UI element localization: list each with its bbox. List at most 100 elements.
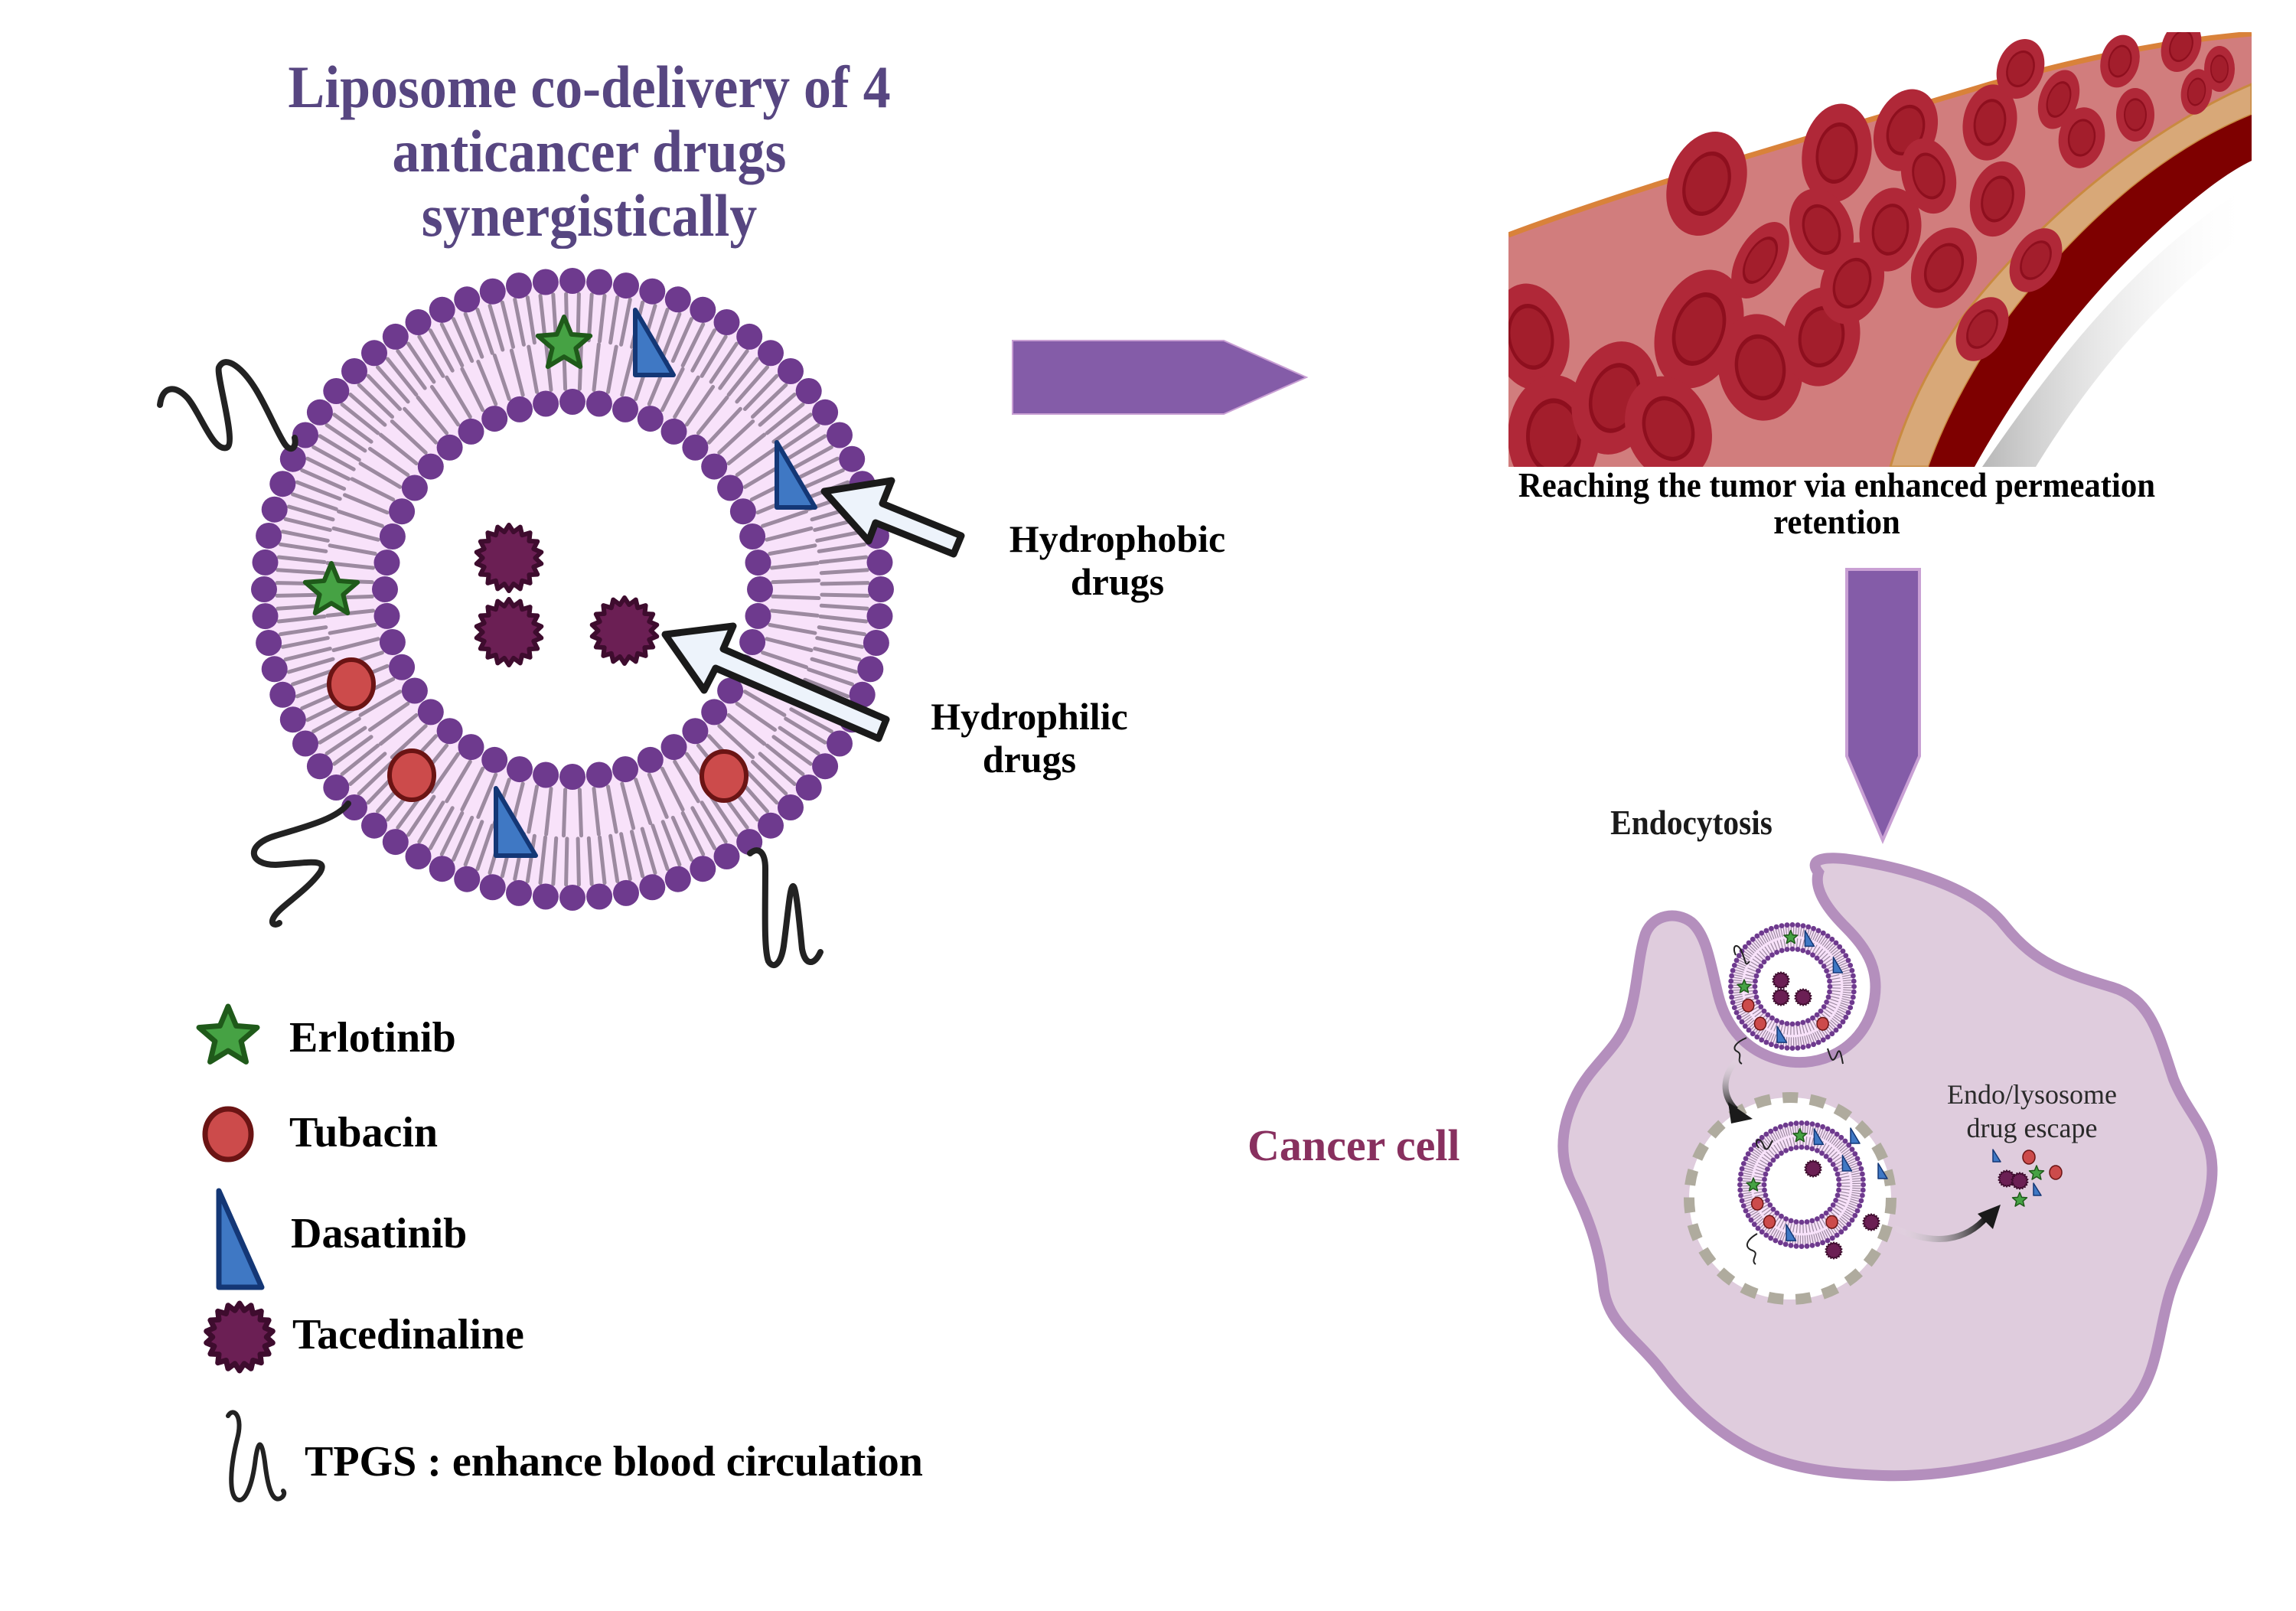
lipid-head <box>682 718 708 744</box>
lipid-head <box>1779 923 1785 928</box>
lipid-head <box>506 880 532 906</box>
cancer-cell-body <box>1563 858 2212 1476</box>
lipid-head <box>1754 973 1760 979</box>
lipid-head <box>1767 1202 1773 1208</box>
lipid-head <box>533 884 559 910</box>
endocytosis-label: Endocytosis <box>1595 805 1788 840</box>
lipid-head <box>1855 1156 1861 1162</box>
lipid-head <box>1821 964 1827 969</box>
lipid-head <box>1740 1166 1745 1172</box>
lipid-head <box>1851 984 1857 990</box>
lipid-head <box>812 399 838 426</box>
page-title: Liposome co-delivery of 4 anticancer dru… <box>259 55 921 248</box>
lipid-head <box>1790 1022 1795 1027</box>
lipid-head <box>1824 1211 1829 1216</box>
lipid-head <box>402 678 428 704</box>
lipid-head <box>1818 1009 1824 1014</box>
lipid-head <box>1857 1161 1862 1166</box>
legend-label-tacedinaline: Tacedinaline <box>292 1313 524 1356</box>
lipid-head <box>612 396 638 422</box>
lipid-head <box>1760 1135 1765 1140</box>
lipid-head <box>361 340 387 366</box>
lipid-head <box>1861 1177 1866 1182</box>
lipid-head <box>745 550 771 576</box>
lipid-head <box>1815 1123 1821 1128</box>
lipid-head <box>1835 1233 1840 1238</box>
lipid-head <box>1795 947 1801 952</box>
tacedinaline-burst-icon <box>207 1303 273 1371</box>
lipid-head <box>1750 937 1756 942</box>
lipid-head <box>1763 1192 1769 1198</box>
lipid-head <box>1743 1208 1749 1214</box>
lipid-head <box>1783 1242 1789 1247</box>
label-line: Hydrophilic <box>911 695 1148 738</box>
lipid-head <box>1800 948 1805 954</box>
legend-icons <box>199 1006 284 1500</box>
lipid-head <box>1831 1162 1836 1167</box>
lipid-head <box>280 706 306 732</box>
lipid-head <box>341 358 367 384</box>
lipid-head <box>374 550 400 576</box>
lipid-head <box>1779 1150 1784 1156</box>
lipid-head <box>613 272 639 298</box>
lipid-head <box>1754 1035 1760 1040</box>
lipid-tail <box>773 596 819 598</box>
escape-line: Endo/lysosome <box>1929 1078 2135 1111</box>
lipid-head <box>251 576 277 602</box>
erlotinib-star-icon <box>199 1006 257 1061</box>
lipid-head <box>1762 960 1767 965</box>
lipid-head <box>1846 958 1851 964</box>
lipid-head <box>406 309 432 335</box>
lipid-head <box>665 286 691 312</box>
lipid-head <box>1795 1045 1801 1051</box>
flow-arrow-right <box>1013 341 1306 414</box>
lipid-head <box>1805 1145 1810 1150</box>
tubacin-circle-icon <box>205 1109 251 1159</box>
lipid-head <box>778 358 804 384</box>
lipid-head <box>586 762 612 788</box>
lipid-head <box>1737 953 1742 958</box>
lipid-head <box>1765 1198 1770 1203</box>
lipid-head <box>1843 1139 1848 1144</box>
lipid-head <box>559 885 585 911</box>
tacedinaline-burst-icon <box>1773 972 1789 989</box>
liposome <box>251 268 894 911</box>
lipid-head <box>1848 1005 1853 1010</box>
title-line: anticancer drugs <box>259 119 921 184</box>
lipid-head <box>292 731 318 757</box>
lipid-head <box>1809 1218 1815 1224</box>
epr-caption: Reaching the tumor via enhanced permeati… <box>1466 467 2206 540</box>
lipid-head <box>1805 950 1811 955</box>
lipid-head <box>1799 1220 1805 1225</box>
lipid-head <box>1737 1015 1742 1020</box>
lipid-head <box>1759 931 1764 936</box>
lipid-head <box>418 699 444 725</box>
lipid-head <box>1794 1145 1799 1150</box>
lipid-head <box>1852 1151 1857 1156</box>
lipid-head <box>1758 1004 1763 1009</box>
lipid-head <box>1732 963 1737 968</box>
lipid-head <box>1843 953 1848 958</box>
lipid-head <box>1826 994 1831 1000</box>
lipid-tail <box>1853 1188 1861 1189</box>
lipid-head <box>739 629 765 655</box>
lipid-head <box>1746 1213 1751 1218</box>
lipid-head <box>1746 1028 1752 1033</box>
lipid-tail <box>773 581 819 582</box>
lipid-head <box>1830 1129 1835 1134</box>
tubacin-circle-icon <box>1763 1215 1775 1228</box>
lipid-head <box>730 498 756 524</box>
lipid-head <box>1740 1019 1745 1025</box>
lipid-head <box>739 523 765 550</box>
lipid-head <box>1850 968 1855 973</box>
lipid-head <box>1841 1019 1846 1025</box>
lipid-head <box>1774 950 1779 955</box>
lipid-head <box>1753 990 1758 995</box>
lipid-head <box>1811 926 1816 931</box>
lipid-head <box>429 856 455 882</box>
lipid-head <box>1833 1198 1838 1203</box>
lipid-head <box>1773 1127 1779 1132</box>
lipid-head <box>1754 994 1760 1000</box>
lipid-head <box>717 475 743 501</box>
lipid-head <box>380 629 406 655</box>
